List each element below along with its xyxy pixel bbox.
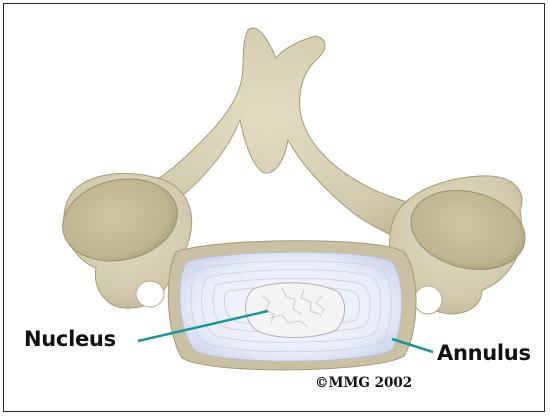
annulus-label: Annulus bbox=[437, 341, 531, 365]
copyright-notice: ©MMG 2002 bbox=[315, 375, 412, 391]
right-transverse-foramen bbox=[414, 286, 442, 314]
nucleus-label: Nucleus bbox=[24, 327, 116, 351]
left-transverse-foramen bbox=[136, 281, 164, 307]
